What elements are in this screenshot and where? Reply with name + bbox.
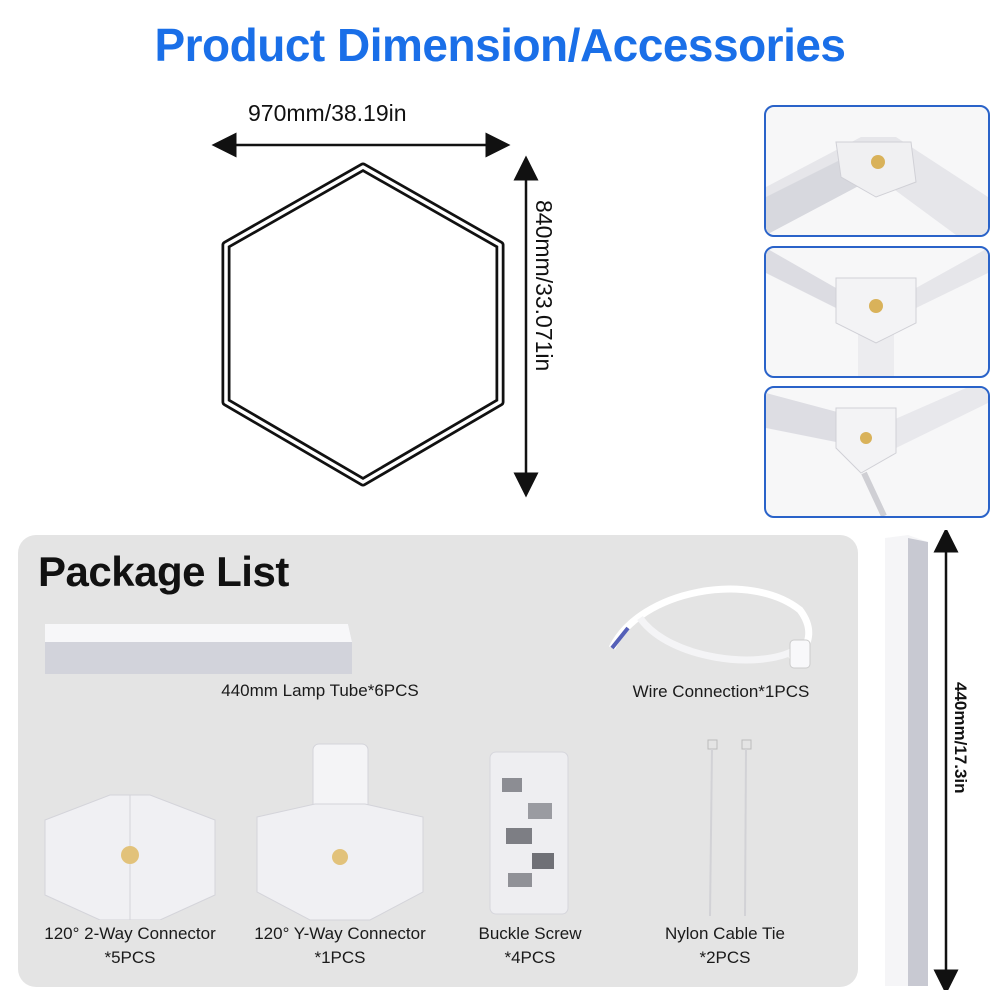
y-way-connector-image	[256, 743, 424, 921]
y-way-joint-photo	[764, 246, 990, 378]
item-label-wire-connection: Wire Connection*1PCS	[632, 682, 810, 701]
buckle-screw-bag-image	[489, 751, 569, 915]
y-way-connector-qty: *1PCS	[314, 948, 366, 967]
item-label-nylon-cable-tie: Nylon Cable Tie *2PCS	[630, 922, 820, 970]
wire-connection-image	[608, 585, 813, 669]
item-label-lamp-tube: 440mm Lamp Tube*6PCS	[221, 681, 419, 700]
item-label-buckle-screw: Buckle Screw *4PCS	[440, 922, 620, 970]
height-dimension-label: 840mm/33.071in	[531, 200, 557, 372]
width-dimension-label: 970mm/38.19in	[248, 100, 407, 126]
vertical-tube-dimension	[885, 530, 959, 990]
two-way-connector-image	[44, 794, 216, 920]
package-list-title: Package List	[38, 548, 289, 595]
y-way-connector-name: 120° Y-Way Connector	[254, 924, 426, 943]
nylon-cable-tie-qty: *2PCS	[699, 948, 751, 967]
buckle-screw-name: Buckle Screw	[478, 924, 582, 943]
buckle-screw-qty: *4PCS	[504, 948, 556, 967]
lamp-tube-image	[45, 624, 352, 674]
hexagon-diagram	[211, 132, 539, 498]
nylon-cable-tie-image	[707, 739, 752, 917]
two-way-connector-qty: *5PCS	[104, 948, 156, 967]
two-way-connector-name: 120° 2-Way Connector	[44, 924, 216, 943]
item-label-two-way-connector: 120° 2-Way Connector *5PCS	[30, 922, 230, 970]
nylon-cable-tie-name: Nylon Cable Tie	[664, 924, 785, 943]
wire-joint-photo	[764, 386, 990, 518]
page-title: Product Dimension/Accessories	[154, 19, 846, 71]
tube-length-label: 440mm/17.3in	[951, 682, 970, 794]
item-label-y-way-connector: 120° Y-Way Connector *1PCS	[240, 922, 440, 970]
two-way-joint-photo	[764, 105, 990, 237]
